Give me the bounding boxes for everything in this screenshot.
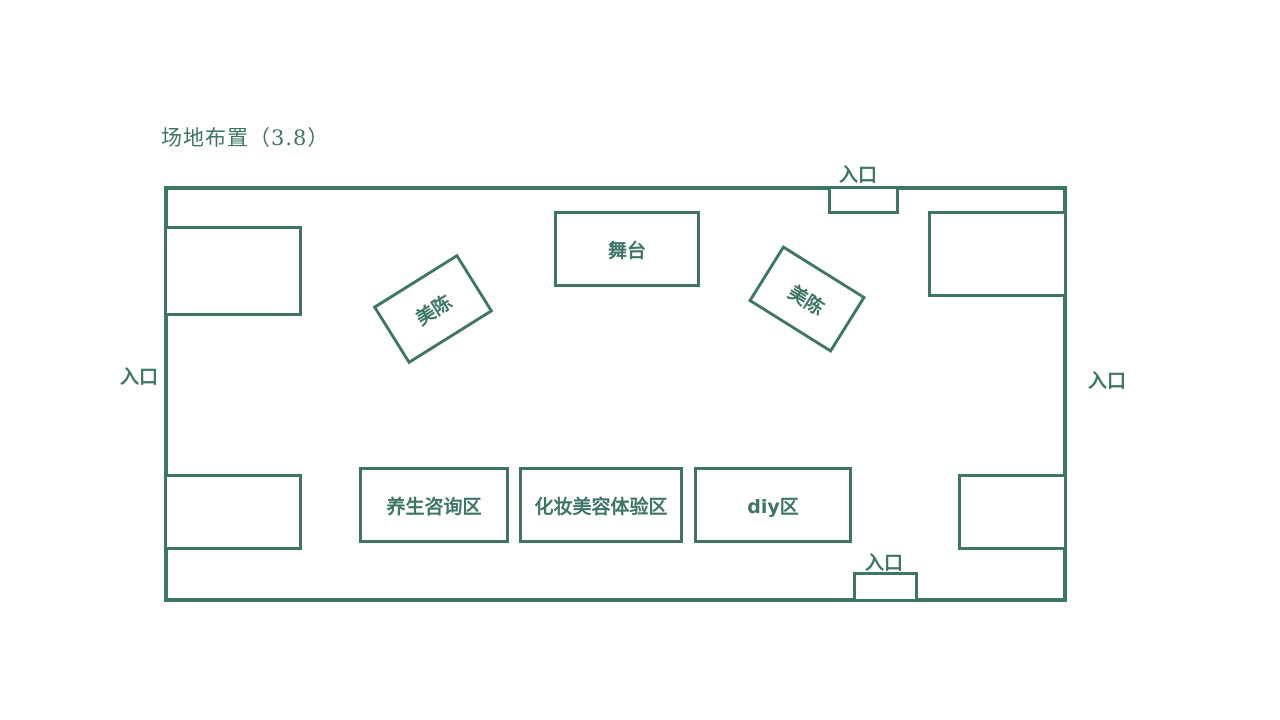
diy-label: diy区 [747,495,799,518]
entrance-label-right: 入口 [1088,370,1127,392]
entrance-label-left: 入口 [120,366,159,388]
makeup-experience-label: 化妆美容体验区 [534,495,668,518]
entrance-gate-top [828,186,899,214]
entrance-gate-bottom [853,572,918,602]
entrance-label-top: 入口 [839,164,878,186]
art-display-left-label: 美陈 [411,290,456,330]
corner-block-top-right [928,211,1067,297]
stage-zone: 舞台 [554,211,700,287]
page-title: 场地布置（3.8） [161,126,330,150]
corner-block-top-left [164,226,302,316]
art-display-right-label: 美陈 [784,280,829,320]
makeup-experience-zone: 化妆美容体验区 [519,467,683,543]
diy-zone: diy区 [694,467,852,543]
corner-block-bottom-right [958,474,1067,550]
stage-label: 舞台 [607,239,646,262]
corner-block-bottom-left [164,474,302,550]
health-consult-zone: 养生咨询区 [359,467,509,543]
entrance-label-bottom: 入口 [865,552,904,574]
health-consult-label: 养生咨询区 [386,495,482,518]
